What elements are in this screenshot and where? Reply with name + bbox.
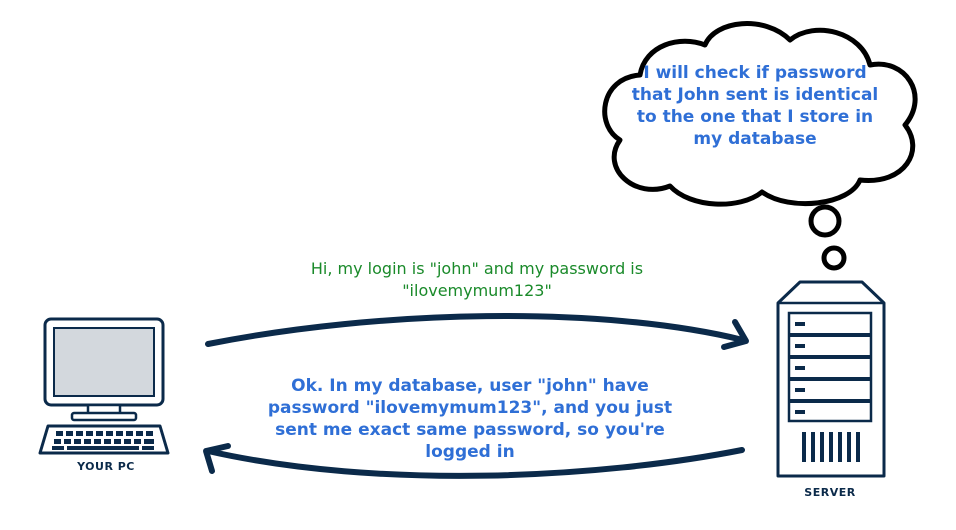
server-tower-icon — [776, 280, 886, 478]
server-label: SERVER — [804, 486, 856, 499]
server-vents — [802, 432, 860, 462]
thought-cloud-shape — [602, 21, 918, 207]
monitor-screen — [53, 327, 155, 397]
thought-text: I will check if password that John sent … — [631, 63, 879, 149]
monitor-base — [70, 411, 138, 422]
thought-bubble-small — [821, 245, 847, 271]
response-arrow — [203, 443, 745, 479]
thought-bubble-large — [808, 204, 842, 238]
server-drives — [789, 322, 871, 414]
request-message: Hi, my login is "john" and my password i… — [310, 259, 644, 300]
response-message: Ok. In my database, user "john" have pas… — [267, 376, 673, 462]
pc-label: YOUR PC — [77, 460, 135, 473]
request-arrow — [205, 313, 749, 350]
keyboard-keys — [52, 431, 154, 450]
desktop-computer-icon — [38, 317, 170, 455]
thought-cloud-icon — [602, 21, 918, 271]
